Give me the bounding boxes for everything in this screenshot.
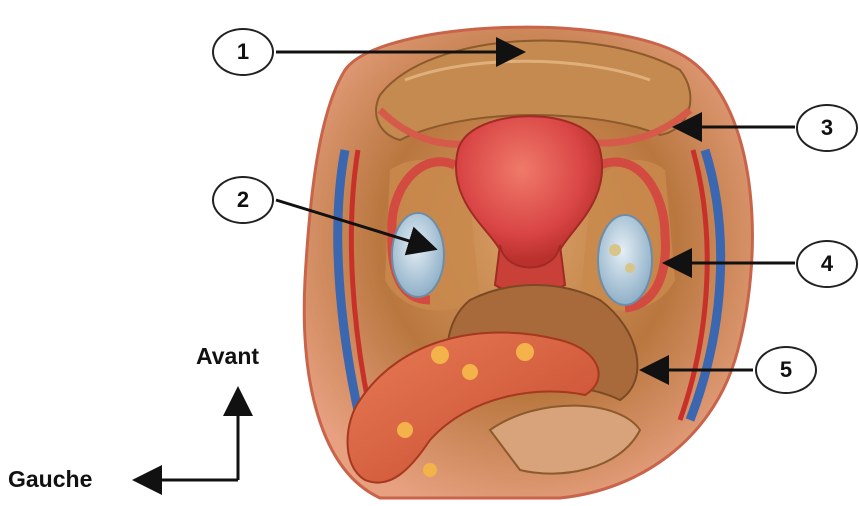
- label-3: 3: [796, 104, 858, 152]
- left-ovary: [392, 213, 444, 297]
- orientation-arrows: [138, 392, 238, 480]
- label-4: 4: [796, 240, 858, 288]
- label-1: 1: [212, 28, 274, 76]
- right-ovary: [598, 215, 652, 305]
- label-2: 2: [212, 176, 274, 224]
- left-label: Gauche: [8, 466, 92, 493]
- front-label: Avant: [196, 343, 259, 370]
- label-5: 5: [755, 346, 817, 394]
